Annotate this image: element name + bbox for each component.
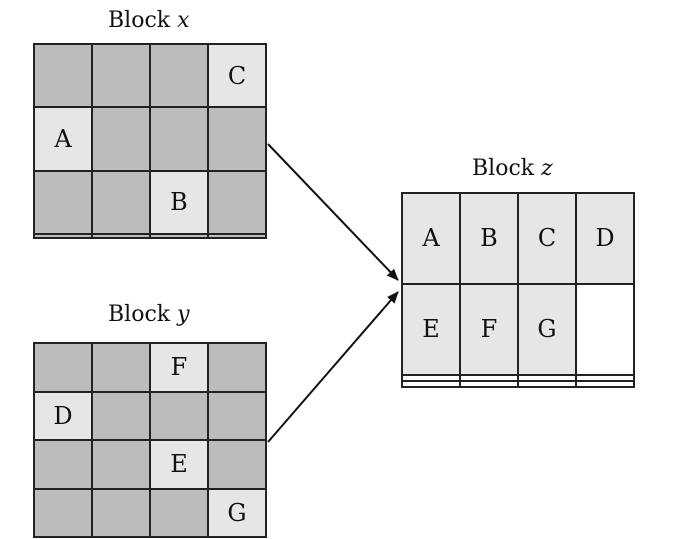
grid-row — [33, 232, 267, 240]
block-y-cell: G — [207, 487, 267, 538]
block-x-cell: B — [149, 169, 209, 235]
block-y-cell — [91, 487, 151, 538]
block-x-cell: A — [33, 106, 93, 172]
block-z-title: Block z — [472, 156, 553, 181]
block-z-cell: A — [401, 192, 461, 285]
block-z-cell: G — [517, 282, 577, 376]
grid-row: E F G — [401, 282, 635, 376]
block-x-cell — [33, 232, 93, 240]
block-x-cell — [207, 232, 267, 240]
block-y-grid: F D E G — [33, 342, 267, 538]
block-z-grid: A B C D E F G — [401, 192, 635, 389]
grid-row: A B C D — [401, 192, 635, 285]
block-x-cell — [207, 106, 267, 172]
block-x-cell — [207, 169, 267, 235]
block-z-cell — [459, 379, 519, 389]
block-x-grid: C A B — [33, 42, 267, 240]
block-x-cell — [33, 169, 93, 235]
block-z-cell — [401, 379, 461, 389]
block-y-cell — [91, 439, 151, 490]
grid-row: C — [33, 42, 267, 109]
block-y-cell: D — [33, 390, 93, 441]
block-x-cell — [149, 106, 209, 172]
block-y-cell: F — [149, 342, 209, 393]
block-y-cell — [33, 487, 93, 538]
block-z-cell — [459, 373, 519, 382]
block-y-cell — [91, 390, 151, 441]
block-y-title: Block y — [108, 302, 190, 327]
grid-row: G — [33, 487, 267, 538]
block-z-cell — [575, 282, 635, 376]
block-z-cell: E — [401, 282, 461, 376]
block-x-cell — [149, 42, 209, 109]
arrow-y-to-z — [267, 291, 399, 443]
block-y-cell — [207, 342, 267, 393]
grid-row: A — [33, 106, 267, 172]
block-z-cell — [575, 379, 635, 389]
block-z-cell — [575, 373, 635, 382]
block-x-cell: C — [207, 42, 267, 109]
block-z-cell: D — [575, 192, 635, 285]
block-y-cell — [33, 342, 93, 393]
grid-row — [401, 373, 635, 382]
block-y-cell — [207, 439, 267, 490]
block-y-cell — [149, 487, 209, 538]
block-z-cell — [401, 373, 461, 382]
block-y-cell — [91, 342, 151, 393]
block-x-title: Block x — [108, 8, 190, 33]
block-y-cell — [207, 390, 267, 441]
block-x-cell — [33, 42, 93, 109]
block-x-cell — [149, 232, 209, 240]
block-z-cell: C — [517, 192, 577, 285]
block-z-cell: B — [459, 192, 519, 285]
block-x-cell — [91, 232, 151, 240]
block-x-cell — [91, 42, 151, 109]
block-y-cell: E — [149, 439, 209, 490]
block-z-cell: F — [459, 282, 519, 376]
grid-row: F — [33, 342, 267, 393]
block-x-cell — [91, 169, 151, 235]
arrow-x-to-z — [267, 143, 399, 281]
grid-row: E — [33, 439, 267, 490]
grid-row: D — [33, 390, 267, 441]
block-z-cell — [517, 373, 577, 382]
block-x-cell — [91, 106, 151, 172]
grid-row: B — [33, 169, 267, 235]
block-y-cell — [33, 439, 93, 490]
grid-row — [401, 379, 635, 389]
block-z-cell — [517, 379, 577, 389]
block-y-cell — [149, 390, 209, 441]
